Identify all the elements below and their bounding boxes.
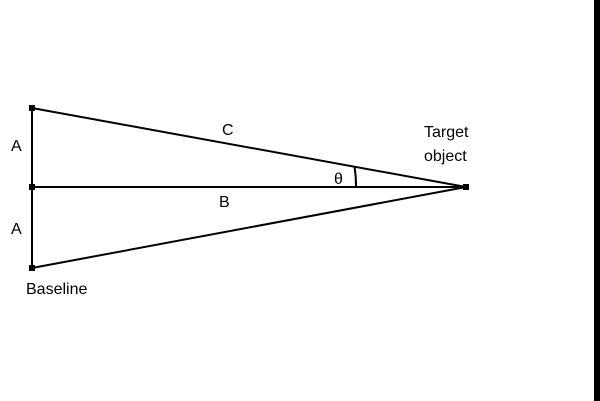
label-side-c: C xyxy=(222,122,234,139)
side-c-line xyxy=(31,107,467,188)
angle-arc xyxy=(353,166,358,188)
label-target-line2: object xyxy=(424,148,467,165)
label-angle: θ xyxy=(334,171,343,188)
baseline-mid-point xyxy=(29,184,35,190)
label-side-a-bottom: A xyxy=(11,221,22,238)
baseline-bottom-point xyxy=(29,265,35,271)
baseline-top-point xyxy=(29,105,35,111)
target-point xyxy=(463,184,469,190)
right-border xyxy=(594,0,600,401)
label-side-a-top: A xyxy=(11,138,22,155)
label-target-line1: Target xyxy=(424,124,469,141)
bottom-line xyxy=(31,186,467,269)
label-side-b: B xyxy=(219,194,230,211)
label-baseline: Baseline xyxy=(26,281,87,298)
